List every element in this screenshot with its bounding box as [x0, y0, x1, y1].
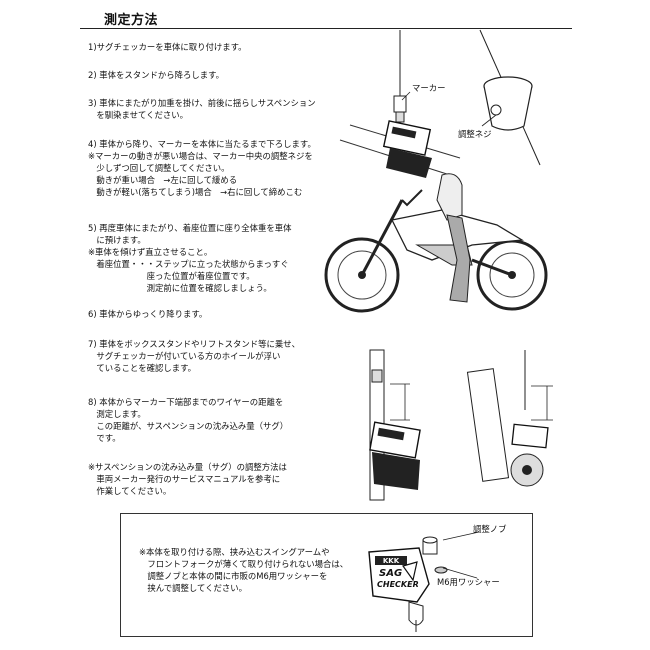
washer-note-text: ※本体を取り付ける際、挟み込むスイングアームや フロントフォークが薄くて取り付け…	[139, 546, 348, 594]
step-7-line: 7) 車体をボックススタンドやリフトスタンド等に乗せ、	[88, 339, 301, 349]
step-9-line: ※サスペンションの沈み込み量（サグ）の調整方法は	[88, 462, 287, 472]
sag-checker-device-illustration: KKK SAG CHECKER	[368, 536, 448, 632]
step-4-line: 動きが重い場合 →左に回して緩める	[88, 175, 238, 185]
step-9-note: ※サスペンションの沈み込み量（サグ）の調整方法は 車両メーカー発行のサービスマニ…	[88, 461, 287, 497]
step-8-line: です。	[88, 433, 121, 443]
step-4-line: 動きが軽い(落ちてしまう)場合 →右に回して締めこむ	[88, 187, 303, 197]
note-line: フロントフォークが薄くて取り付けられない場合は、	[139, 559, 349, 569]
step-5-line: 5) 再度車体にまたがり、着座位置に座り全体重を車体	[88, 223, 292, 233]
step-4-line: ※マーカーの動きが悪い場合は、マーカー中央の調整ネジを	[88, 151, 313, 161]
washer-note-box: ※本体を取り付ける際、挟み込むスイングアームや フロントフォークが薄くて取り付け…	[120, 513, 533, 637]
note-line: 挟んで調整してください。	[139, 583, 247, 593]
step-8-line: 8) 本体からマーカー下端部までのワイヤーの距離を	[88, 397, 284, 407]
note-line: ※本体を取り付ける際、挟み込むスイングアームや	[139, 547, 330, 557]
step-6-line: 6) 車体からゆっくり降ります。	[88, 309, 208, 319]
sag-checker-mounted-illustration	[339, 30, 461, 178]
step-5-line: 座った位置が着座位置です。	[88, 271, 255, 281]
adjust-knob-label: 調整ノブ	[473, 524, 507, 534]
device-checker-text: CHECKER	[377, 580, 419, 589]
step-2-line: 2) 車体をスタンドから降ろします。	[88, 70, 225, 80]
washer-label: M6用ワッシャー	[437, 577, 500, 587]
step-7: 7) 車体をボックススタンドやリフトスタンド等に乗せ、 サグチェッカーが付いてい…	[88, 338, 300, 374]
marker-closeup-illustration	[479, 29, 541, 166]
step-1: 1)サグチェッカーを車体に取り付けます。	[88, 41, 247, 53]
step-4: 4) 車体から降り、マーカーを本体に当たるまで下ろします。 ※マーカーの動きが悪…	[88, 138, 316, 198]
step-7-line: ていることを確認します。	[88, 363, 197, 373]
step-3-line: を馴染ませてください。	[88, 110, 188, 120]
step-8: 8) 本体からマーカー下端部までのワイヤーの距離を 測定します。 この距離が、サ…	[88, 396, 288, 444]
device-brand-text: KKK	[383, 557, 400, 565]
step-7-line: サグチェッカーが付いている方のホイールが浮い	[88, 351, 281, 361]
step-9-line: 作業してください。	[88, 486, 172, 496]
step-5-line: に預けます。	[88, 235, 146, 245]
marker-label: マーカー	[412, 83, 446, 93]
rear-fork-measurement-illustration	[466, 350, 553, 487]
step-4-line: 少しずつ回して調整してください。	[88, 163, 230, 173]
adjust-screw-label: 調整ネジ	[458, 129, 492, 139]
device-sag-text: SAG	[379, 568, 402, 579]
step-6: 6) 車体からゆっくり降ります。	[88, 308, 207, 320]
step-4-line: 4) 車体から降り、マーカーを本体に当たるまで下ろします。	[88, 139, 316, 149]
title-divider	[80, 28, 572, 29]
step-5-line: ※車体を傾けず直立させること。	[88, 247, 213, 257]
knob-leader-line	[442, 531, 480, 541]
step-5: 5) 再度車体にまたがり、着座位置に座り全体重を車体 に預けます。 ※車体を傾け…	[88, 222, 292, 294]
step-5-line: 測定前に位置を確認しましょう。	[88, 283, 272, 293]
step-9-line: 車両メーカー発行のサービスマニュアルを参考に	[88, 474, 281, 484]
page-title: 測定方法	[104, 13, 159, 28]
step-2: 2) 車体をスタンドから降ろします。	[88, 69, 224, 81]
step-3: 3) 車体にまたがり加重を掛け、前後に揺らしサスペンション を馴染ませてください…	[88, 97, 316, 121]
rider-on-motorcycle-illustration	[324, 173, 548, 313]
front-fork-measurement-illustration	[369, 349, 421, 501]
step-8-line: 測定します。	[88, 409, 146, 419]
note-line: 調整ノブと本体の間に市販のM6用ワッシャーを	[139, 571, 328, 581]
step-8-line: この距離が、サスペンションの沈み込み量（サグ）	[88, 421, 289, 431]
washer-leader-line	[442, 567, 478, 579]
step-3-line: 3) 車体にまたがり加重を掛け、前後に揺らしサスペンション	[88, 98, 316, 108]
step-5-line: 着座位置・・・ステップに立った状態からまっすぐ	[88, 259, 289, 269]
step-1-line: 1)サグチェッカーを車体に取り付けます。	[88, 42, 247, 52]
